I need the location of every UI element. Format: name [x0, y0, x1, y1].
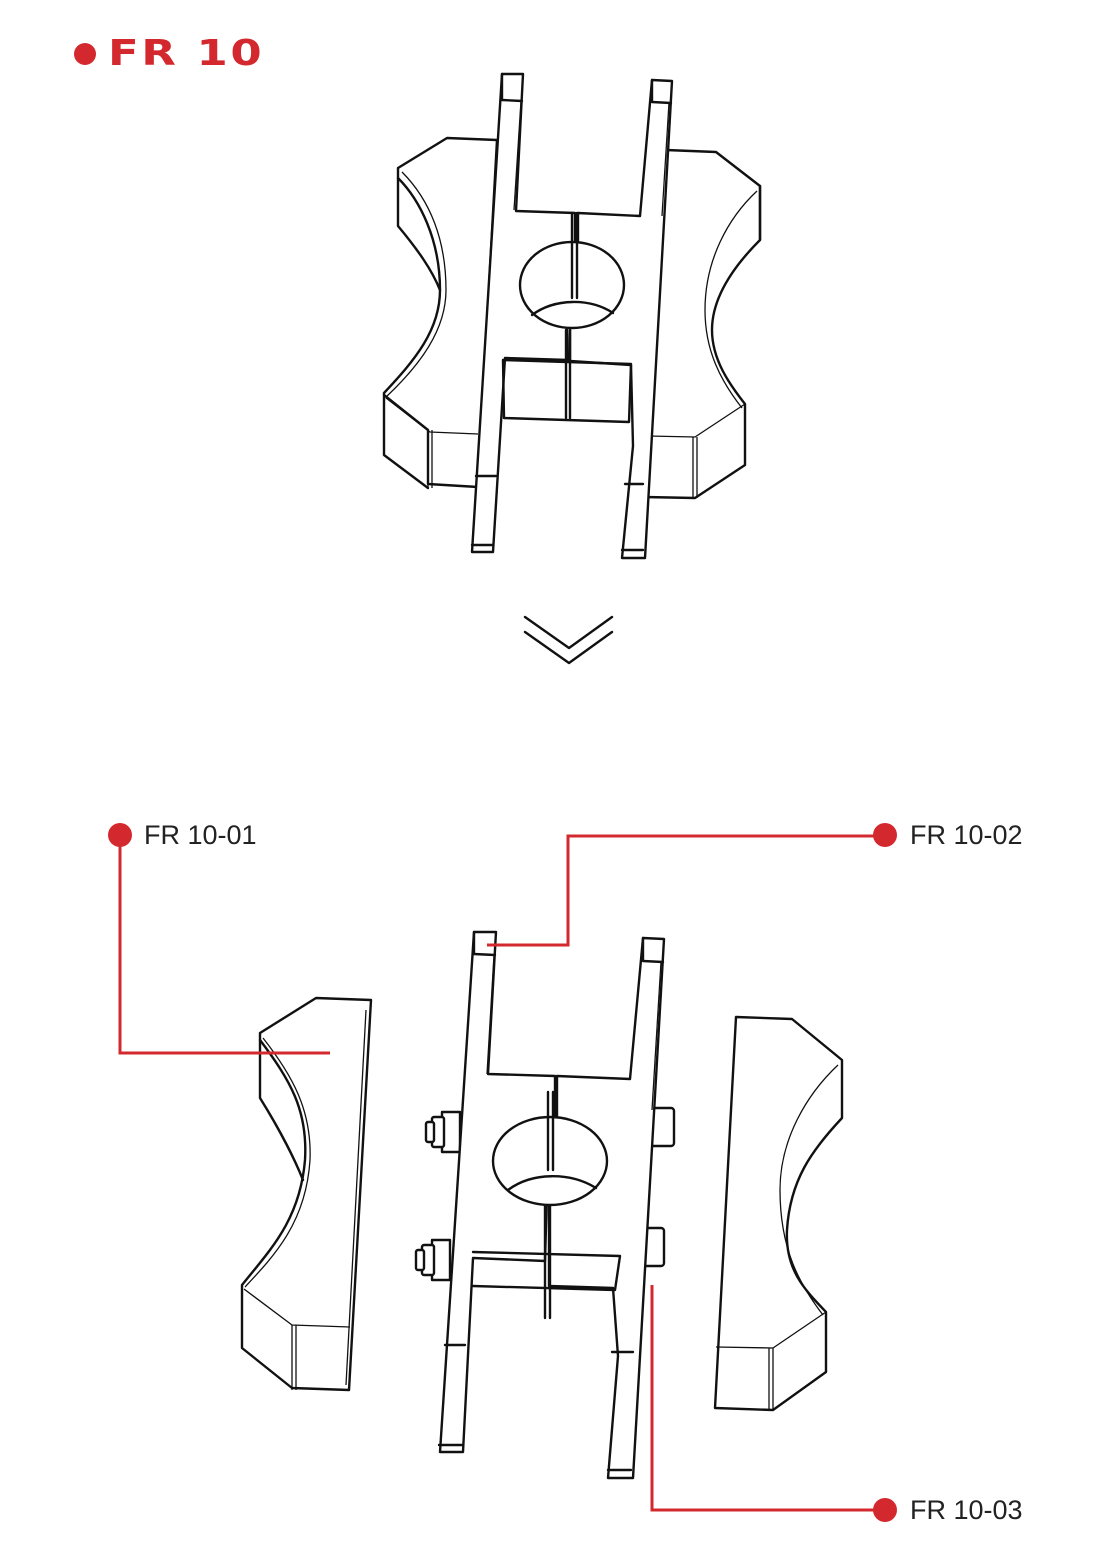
callout-label-part-01: FR 10-01 — [144, 820, 257, 850]
callout-dot-part-02 — [873, 823, 897, 847]
assembled-clamp — [382, 72, 762, 560]
product-title-text: FR 10 — [108, 33, 265, 74]
callout-dot-part-03 — [873, 1498, 897, 1522]
product-title: FR 10 — [74, 36, 262, 72]
assembled-frame — [470, 72, 674, 560]
leader-part-02 — [487, 834, 885, 947]
part-h-frame — [414, 930, 676, 1480]
assembled-left-block — [382, 136, 499, 490]
callout-dot-part-01 — [108, 823, 132, 847]
assembled-right-block — [642, 148, 762, 500]
leader-part-01 — [118, 836, 330, 1055]
callout-label-part-02: FR 10-02 — [910, 820, 1023, 850]
double-chevron-down-icon — [523, 615, 614, 665]
callout-leaders — [108, 823, 897, 1522]
callout-label-part-03: FR 10-03 — [910, 1495, 1023, 1525]
title-bullet-icon — [74, 43, 96, 65]
leader-part-03 — [650, 1285, 885, 1512]
part-right-clamp-block — [713, 1015, 844, 1412]
part-left-clamp-block — [240, 996, 373, 1392]
